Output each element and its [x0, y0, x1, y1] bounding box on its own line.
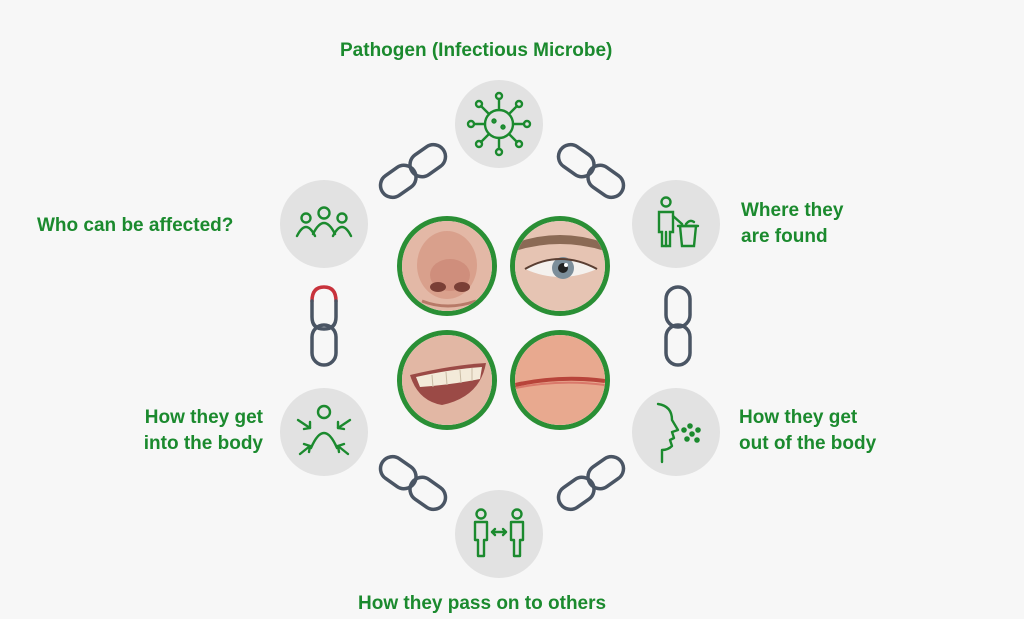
- label-line: out of the body: [739, 433, 877, 454]
- chain-link-icon: [378, 142, 448, 200]
- label-line: Where they: [741, 200, 844, 221]
- eye-image: [515, 221, 605, 311]
- node-who-affected: [280, 180, 368, 268]
- label-who-affected: Who can be affected?: [37, 215, 234, 236]
- chain-link-icon: [378, 454, 448, 512]
- chain-link-icon: [664, 285, 692, 367]
- label-line: into the body: [143, 433, 263, 454]
- node-pass-on: [455, 490, 543, 578]
- mouth-photo: [397, 330, 497, 430]
- label-pathogen: Pathogen (Infectious Microbe): [340, 40, 613, 61]
- eye-photo: [510, 216, 610, 316]
- node-get-out-body: [632, 388, 720, 476]
- face-breath-icon: [656, 402, 701, 464]
- chain-link-icon: [556, 142, 626, 200]
- nose-image: [402, 221, 492, 311]
- virus-icon: [466, 91, 532, 157]
- label-get-out-body: How they get out of the body: [739, 405, 876, 457]
- person-arrows-in-icon: [296, 404, 352, 456]
- node-where-found: [632, 180, 720, 268]
- label-line: How they get: [739, 407, 858, 428]
- mouth-image: [402, 335, 492, 425]
- nose-photo: [397, 216, 497, 316]
- label-line: How they get: [144, 407, 263, 428]
- node-get-into-body: [280, 388, 368, 476]
- label-where-found: Where they are found: [741, 198, 843, 250]
- node-pathogen: [455, 80, 543, 168]
- person-to-person-icon: [473, 508, 525, 558]
- person-bin-icon: [657, 196, 700, 248]
- cut-skin-image: [515, 335, 605, 425]
- cut-skin-photo: [510, 330, 610, 430]
- broken-chain-link-icon: [310, 285, 338, 367]
- people-group-icon: [295, 206, 353, 238]
- label-get-into-body: How they get into the body: [121, 405, 263, 457]
- label-pass-on: How they pass on to others: [358, 593, 607, 614]
- chain-link-icon: [556, 454, 626, 512]
- label-line: are found: [741, 226, 828, 247]
